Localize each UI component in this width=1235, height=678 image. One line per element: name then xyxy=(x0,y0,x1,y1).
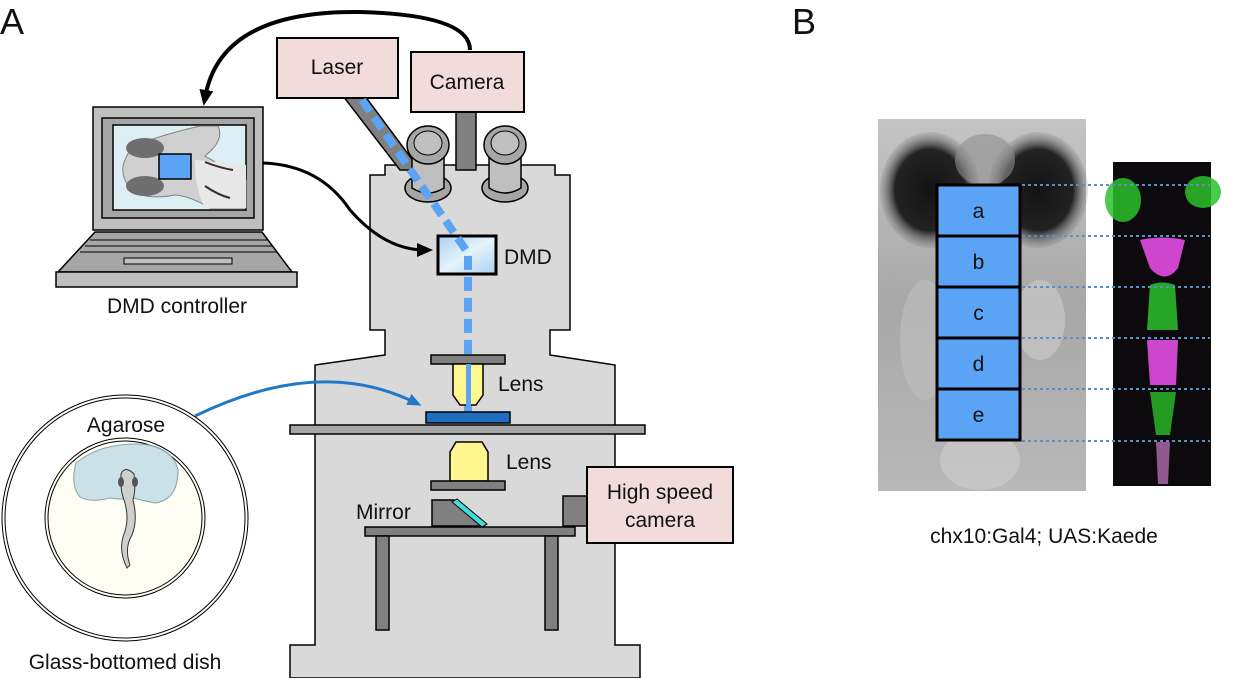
lower-objective-lens: Lens xyxy=(430,441,552,491)
eyepiece-right xyxy=(481,125,529,203)
region-box-b xyxy=(935,234,1022,289)
region-guide-lines xyxy=(1022,184,1210,442)
panel-b-caption: chx10:Gal4; UAS:Kaede xyxy=(930,525,1158,548)
high-speed-camera: High speed camera xyxy=(562,466,734,544)
camera-to-controller-arrow xyxy=(199,9,472,106)
agarose-label: Agarose xyxy=(87,414,165,437)
region-label-e: e xyxy=(973,404,985,427)
laser-box: Laser xyxy=(276,37,399,99)
laser-arm xyxy=(341,95,422,171)
region-label-b: b xyxy=(973,251,985,274)
region-box-e xyxy=(935,387,1022,442)
camera-post xyxy=(455,111,477,171)
upper-objective-lens: Lens xyxy=(430,354,544,416)
controller-to-dmd-arrow xyxy=(262,161,433,257)
lower-lens-label: Lens xyxy=(506,451,552,474)
region-box-d xyxy=(935,336,1022,391)
fluorescence-image xyxy=(1105,162,1221,486)
mirror: Mirror xyxy=(356,498,488,528)
stage xyxy=(289,424,646,435)
high-speed-camera-label-line2: camera xyxy=(625,509,695,532)
dish-label: Glass-bottomed dish xyxy=(29,651,222,674)
region-label-a: a xyxy=(973,200,985,223)
camera-table xyxy=(364,526,576,631)
laptop-dmd-controller: DMD controller xyxy=(55,106,298,318)
laser-label: Laser xyxy=(311,56,364,79)
dmd-label: DMD xyxy=(504,246,552,269)
roi-rectangle xyxy=(158,153,192,180)
panel-letter-a: A xyxy=(0,1,24,42)
sample-dish xyxy=(425,411,511,424)
region-label-c: c xyxy=(973,302,984,325)
dish-to-sample-arrow xyxy=(194,380,422,418)
region-label-d: d xyxy=(973,353,985,376)
camera-box: Camera xyxy=(410,51,525,113)
mirror-label: Mirror xyxy=(356,501,411,524)
high-speed-camera-label-line1: High speed xyxy=(607,481,713,504)
region-boxes: a b c d e xyxy=(935,183,1022,442)
upper-lens-label: Lens xyxy=(498,373,544,396)
glass-bottomed-dish: Agarose Glass-bottomed dish xyxy=(1,394,249,674)
region-box-c xyxy=(935,285,1022,340)
panel-letter-b: B xyxy=(792,1,816,42)
camera-label: Camera xyxy=(430,71,505,94)
dmd-controller-label: DMD controller xyxy=(107,295,247,318)
